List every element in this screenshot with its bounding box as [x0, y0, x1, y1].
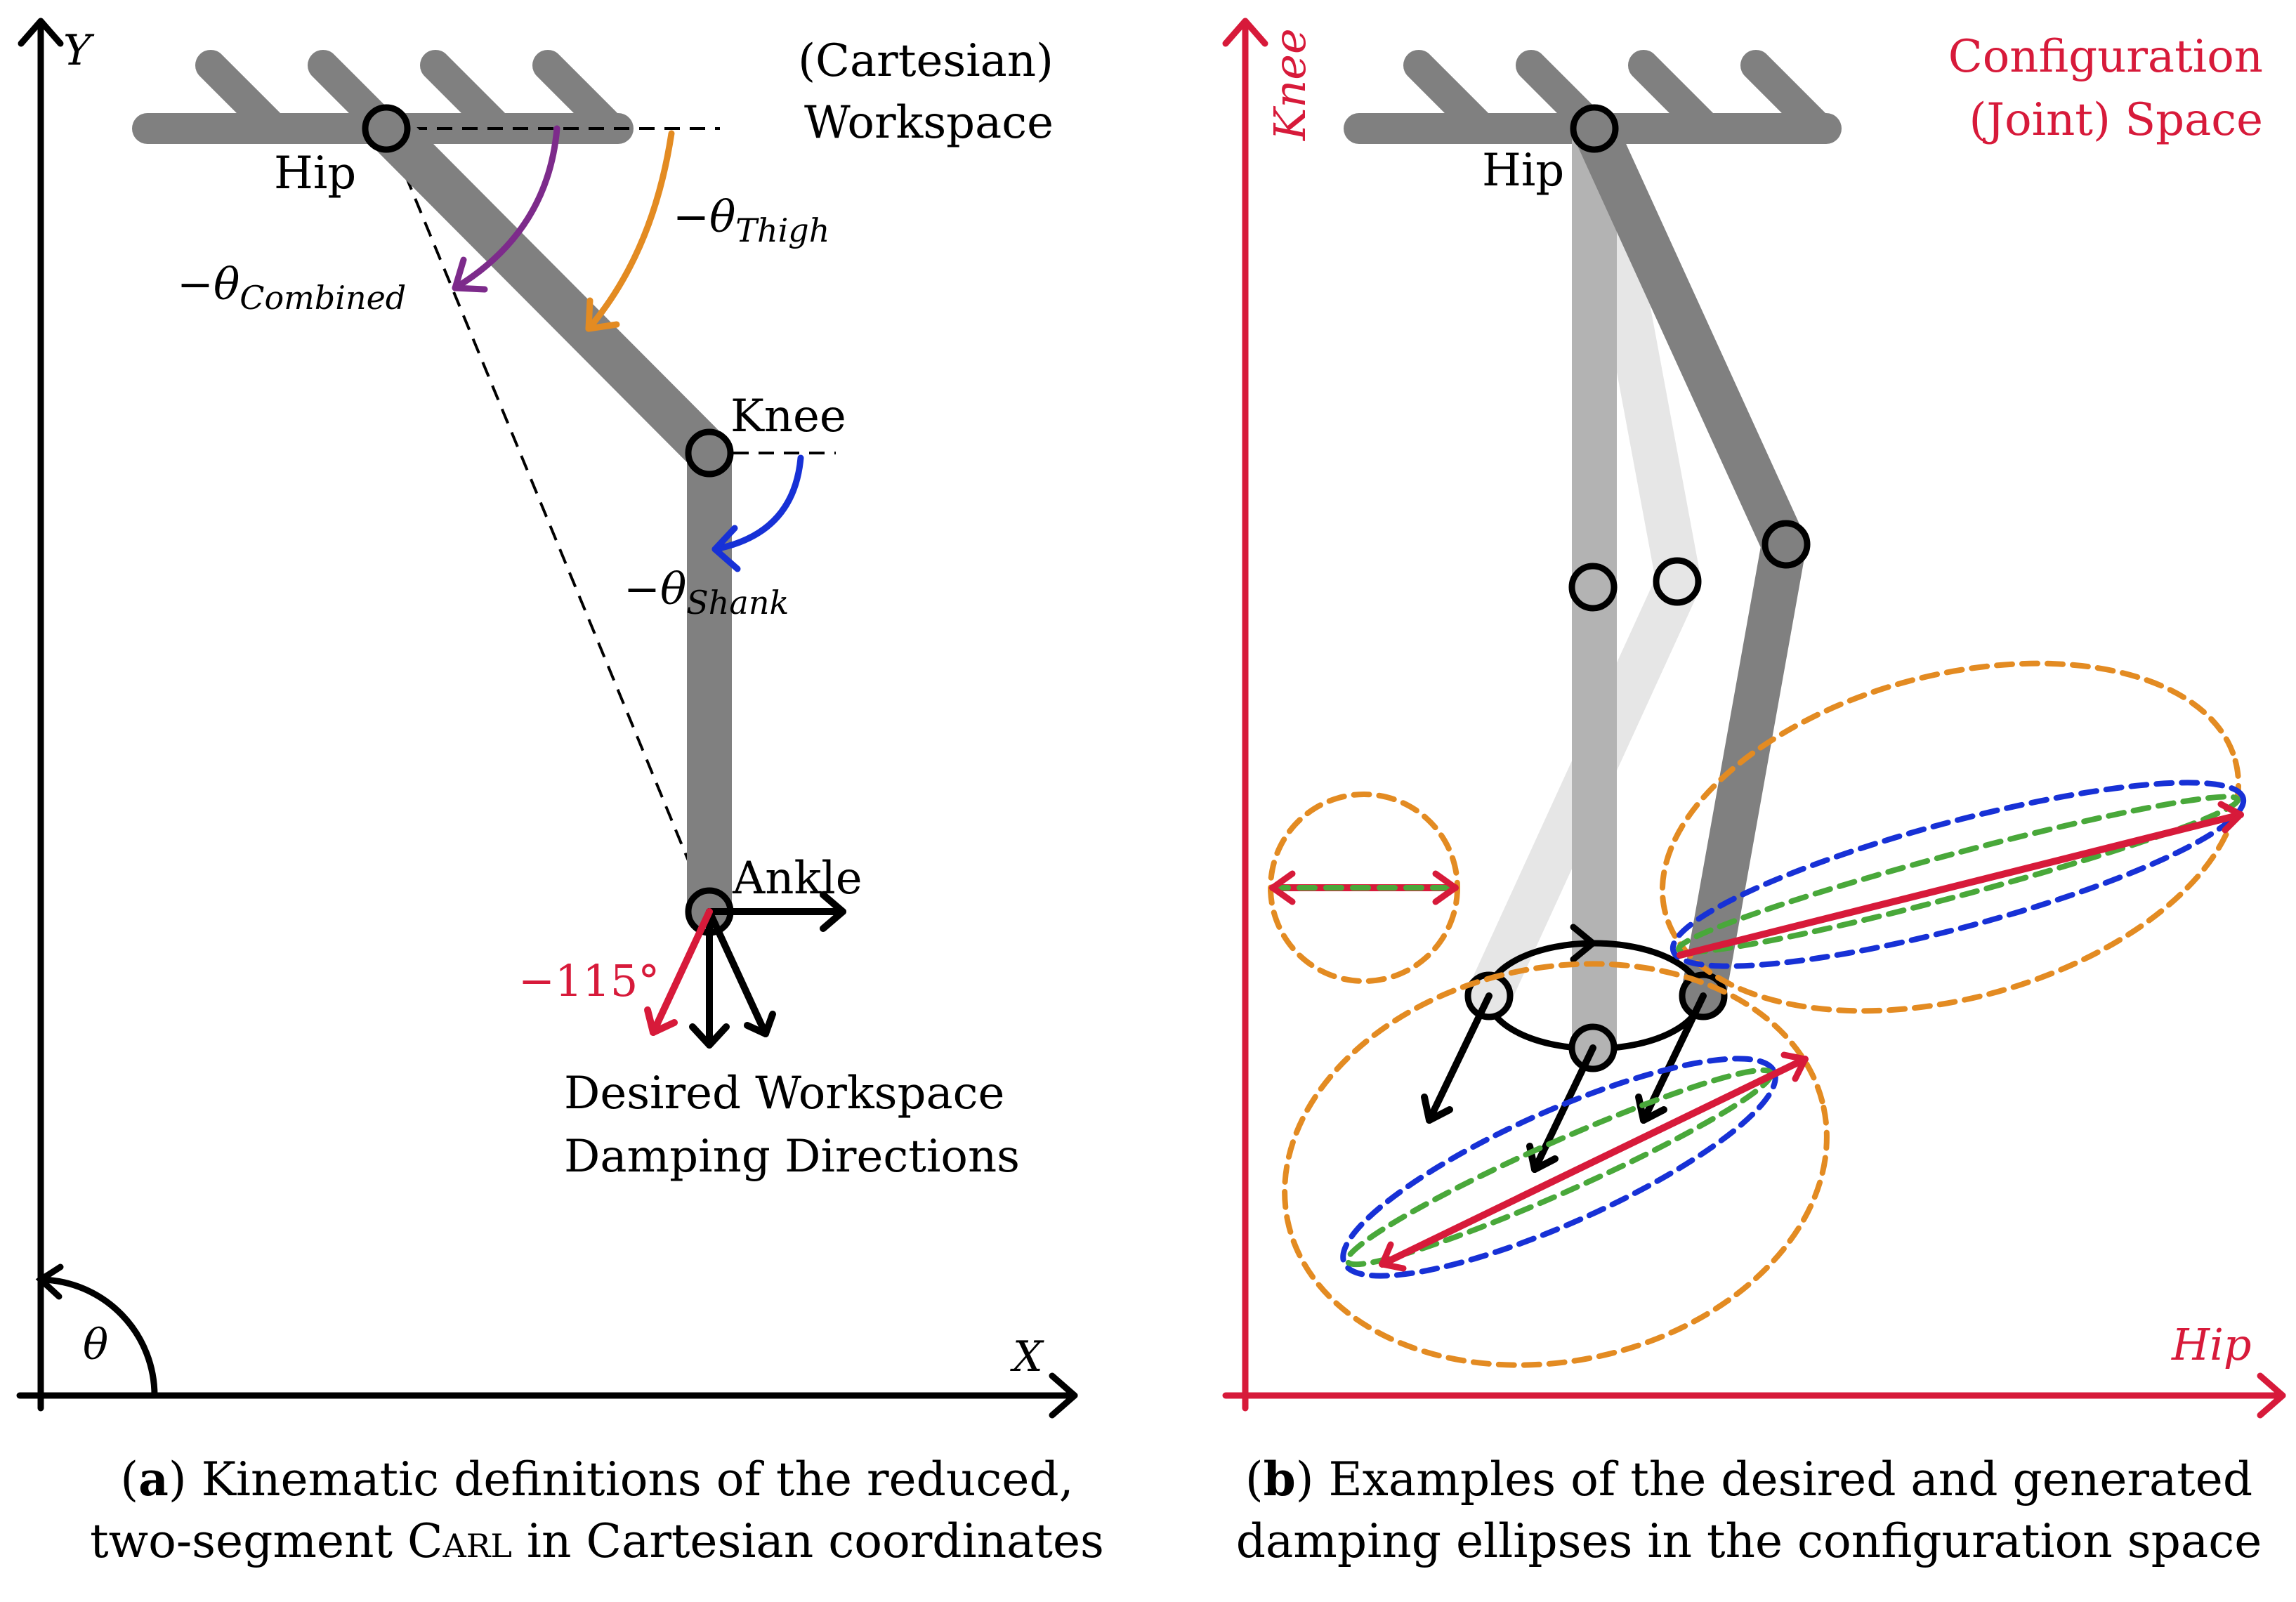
config-title-line1: Configuration: [1948, 31, 2263, 83]
lower-damping-ellipses: [1282, 961, 1830, 1368]
config-x-axis-label: Hip: [2171, 1319, 2252, 1370]
knee-label: Knee: [730, 390, 846, 442]
theta-thigh-arrow: [585, 130, 675, 332]
angle-value-label: −115°: [518, 955, 660, 1006]
thigh-segment: [364, 106, 732, 475]
vertical-knee-joint: [1568, 563, 1618, 612]
workspace-y-axis: [18, 18, 64, 1412]
workspace-x-axis-label: X: [1010, 1332, 1044, 1381]
config-hip-joint: [1570, 104, 1619, 153]
workspace-title-line1: (Cartesian): [798, 35, 1054, 87]
hip-joint: [362, 104, 411, 153]
caption-b-text1: Examples of the desired and generated: [1328, 1452, 2253, 1506]
ankle-direction-arrows: [1421, 992, 1707, 1173]
workspace-x-axis: [16, 1372, 1078, 1419]
hip-label: Hip: [274, 147, 356, 199]
configuration-panel: Knee Hip Configuration (Joint) Space: [1222, 18, 2286, 1419]
reference-dashes: [385, 127, 836, 912]
config-title-line2: (Joint) Space: [1969, 94, 2263, 146]
theta-combined-arrow: [452, 125, 560, 293]
workspace-y-axis-label: Y: [63, 26, 95, 75]
theta-shank-label: −θShank: [624, 563, 789, 622]
desired-label-line1: Desired Workspace: [564, 1068, 1004, 1120]
damping-direction-arrows: [689, 891, 846, 1049]
theta-angle-arc: [35, 1263, 158, 1399]
theta-combined-label: −θCombined: [177, 258, 406, 317]
faint-knee-joint: [1653, 557, 1702, 606]
right-damping-ellipses: [1659, 660, 2247, 1014]
caption-a-text1: Kinematic definitions of the reduced,: [201, 1452, 1074, 1506]
caption-a-line2: two-segment Carl in Cartesian coordinate…: [14, 1511, 1180, 1573]
caption-a-text2-post: in Cartesian coordinates: [511, 1514, 1104, 1568]
caption-a-text2-pre: two-segment: [90, 1514, 407, 1568]
caption-a-carl: Carl: [407, 1514, 512, 1568]
caption-a-line1: (a) Kinematic definitions of the reduced…: [120, 1452, 1074, 1506]
theta-label: θ: [83, 1320, 108, 1370]
caption-a-letter: a: [138, 1452, 169, 1506]
small-damping-ellipse: [1268, 792, 1460, 984]
knee-joint: [685, 428, 734, 478]
theta-thigh-label: −θThigh: [673, 191, 829, 249]
config-y-axis: [1222, 18, 1268, 1412]
config-hip-label: Hip: [1482, 145, 1564, 197]
caption-b-line2: damping ellipses in the configuration sp…: [1235, 1514, 2262, 1568]
caption-b: (b) Examples of the desired and generate…: [1208, 1448, 2290, 1573]
caption-b-letter: b: [1263, 1452, 1296, 1506]
damping-direction-115-arrow: [644, 908, 713, 1036]
dark-knee-joint: [1762, 520, 1811, 569]
config-x-axis: [1222, 1372, 2286, 1419]
caption-a: (a) Kinematic definitions of the reduced…: [14, 1448, 1180, 1573]
ankle-label: Ankle: [732, 853, 862, 905]
desired-label-line2: Damping Directions: [564, 1131, 1020, 1183]
workspace-panel: Y X θ (Cartesian) Workspace: [16, 18, 1078, 1419]
workspace-title-line2: Workspace: [804, 97, 1054, 149]
config-y-axis-label: Knee: [1264, 28, 1316, 141]
caption-b-line1: (b) Examples of the desired and generate…: [1245, 1452, 2253, 1506]
theta-shank-arrow: [711, 454, 804, 572]
dark-leg-pose: [1572, 106, 1806, 1018]
